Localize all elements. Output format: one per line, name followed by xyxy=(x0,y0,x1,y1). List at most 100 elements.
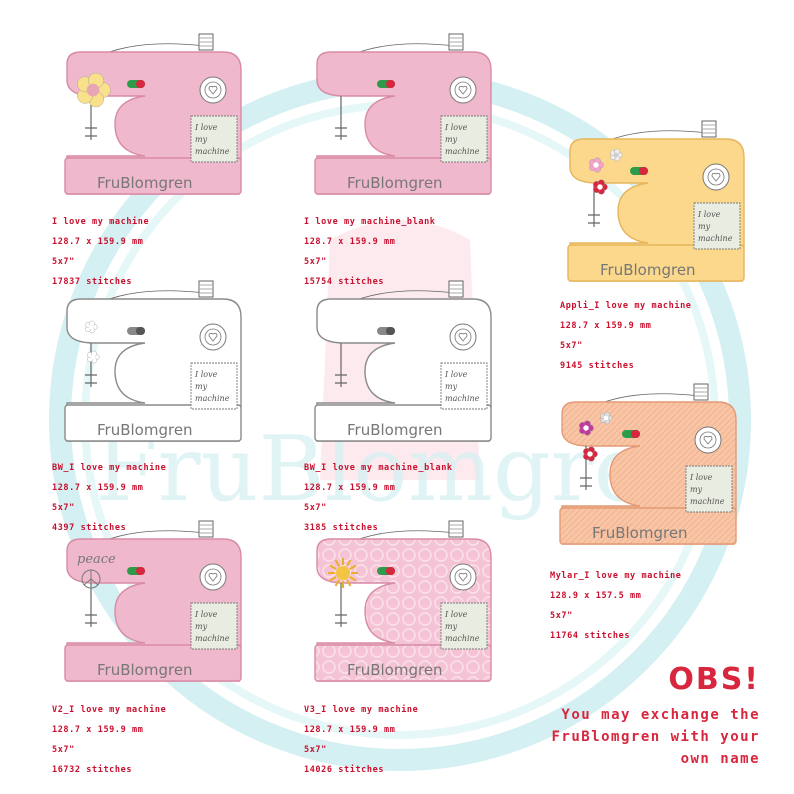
patch-text: I love xyxy=(194,370,218,379)
caption-size: 128.7 x 159.9 mm xyxy=(304,725,396,735)
patch-text: I love xyxy=(194,123,218,132)
patch-text: I love xyxy=(444,610,468,619)
peace-text: peace xyxy=(77,552,116,567)
caption-hoop: 5x7" xyxy=(550,611,573,621)
needle-icon xyxy=(335,343,347,387)
patch-text: I love xyxy=(444,123,468,132)
caption-size: 128.7 x 159.9 mm xyxy=(52,725,144,735)
handwheel-icon xyxy=(199,323,227,351)
frublomgren-logo: FruBlomgren xyxy=(347,421,443,439)
heart-icon xyxy=(208,572,218,582)
patch-text: machine xyxy=(445,394,480,403)
handwheel-icon xyxy=(199,76,227,104)
patch-text: my xyxy=(195,622,208,631)
caption-size: 128.9 x 157.5 mm xyxy=(550,591,642,601)
notice-line: own name xyxy=(680,751,760,767)
caption-stitches: 3185 stitches xyxy=(304,523,379,533)
heart-icon xyxy=(208,332,218,342)
love-patch xyxy=(440,115,488,163)
notice-title: OBS! xyxy=(668,662,760,697)
patch-text: I love xyxy=(194,610,218,619)
caption-hoop: 5x7" xyxy=(52,745,75,755)
heart-icon xyxy=(208,85,218,95)
needle-icon xyxy=(335,96,347,140)
patch-text: my xyxy=(195,382,208,391)
love-patch xyxy=(440,602,488,650)
patch-text: my xyxy=(690,485,703,494)
patch-text: machine xyxy=(445,634,480,643)
caption-stitches: 4397 stitches xyxy=(52,523,127,533)
handwheel-icon xyxy=(702,163,730,191)
notice-body: You may exchange the FruBlomgren with yo… xyxy=(551,704,760,770)
needle-icon xyxy=(85,343,97,387)
flower-icon xyxy=(593,179,608,195)
flower-icon xyxy=(610,148,623,162)
patch-text: machine xyxy=(195,147,230,156)
love-patch xyxy=(685,465,733,513)
patch-text: machine xyxy=(195,634,230,643)
love-patch xyxy=(190,602,238,650)
needle-icon xyxy=(335,583,347,627)
heart-icon xyxy=(458,572,468,582)
handwheel-icon xyxy=(449,76,477,104)
design-caption: V2_I love my machine 128.7 x 159.9 mm 5x7"… xyxy=(52,700,166,780)
caption-stitches: 16732 stitches xyxy=(52,765,133,775)
caption-name: I love my machine_blank xyxy=(304,217,436,227)
notice-line: You may exchange the xyxy=(561,707,760,723)
caption-name: V2_I love my machine xyxy=(52,705,167,715)
love-patch xyxy=(190,362,238,410)
flower-icon xyxy=(85,320,98,334)
patch-text: I love xyxy=(689,473,713,482)
caption-stitches: 11764 stitches xyxy=(550,631,631,641)
patch-text: I love xyxy=(444,370,468,379)
machine-base xyxy=(64,644,242,682)
caption-hoop: 5x7" xyxy=(304,503,327,513)
caption-hoop: 5x7" xyxy=(560,341,583,351)
patch-text: my xyxy=(445,622,458,631)
caption-size: 128.7 x 159.9 mm xyxy=(304,237,396,247)
needle-icon xyxy=(85,583,97,627)
caption-name: BW_I love my machine xyxy=(52,463,167,473)
caption-name: V3_I love my machine xyxy=(304,705,419,715)
heart-icon xyxy=(711,172,721,182)
flower-icon xyxy=(583,446,598,462)
frublomgren-logo: FruBlomgren xyxy=(347,174,443,192)
machine-base xyxy=(559,507,737,545)
caption-name: BW_I love my machine_blank xyxy=(304,463,453,473)
frublomgren-logo: FruBlomgren xyxy=(97,174,193,192)
caption-size: 128.7 x 159.9 mm xyxy=(560,321,652,331)
heart-icon xyxy=(458,332,468,342)
patch-text: machine xyxy=(690,497,725,506)
flower-icon xyxy=(589,157,604,173)
machine-base xyxy=(567,244,745,282)
flower-icon xyxy=(87,350,100,364)
caption-stitches: 14026 stitches xyxy=(304,765,385,775)
heart-icon xyxy=(458,85,468,95)
patch-text: my xyxy=(698,222,711,231)
caption-hoop: 5x7" xyxy=(52,257,75,267)
flower-icon xyxy=(77,72,111,108)
patch-text: machine xyxy=(195,394,230,403)
caption-stitches: 17837 stitches xyxy=(52,277,133,287)
design-caption: Mylar_I love my machine 128.9 x 157.5 mm 5… xyxy=(550,566,682,646)
frublomgren-logo: FruBlomgren xyxy=(97,661,193,679)
frublomgren-logo: FruBlomgren xyxy=(592,524,688,542)
frublomgren-logo: FruBlomgren xyxy=(97,421,193,439)
caption-size: 128.7 x 159.9 mm xyxy=(52,237,144,247)
sun-icon xyxy=(328,558,358,588)
caption-name: Mylar_I love my machine xyxy=(550,571,682,581)
handwheel-icon xyxy=(199,563,227,591)
machine-base xyxy=(64,157,242,195)
flower-icon xyxy=(600,411,613,425)
caption-stitches: 9145 stitches xyxy=(560,361,635,371)
patch-text: machine xyxy=(445,147,480,156)
